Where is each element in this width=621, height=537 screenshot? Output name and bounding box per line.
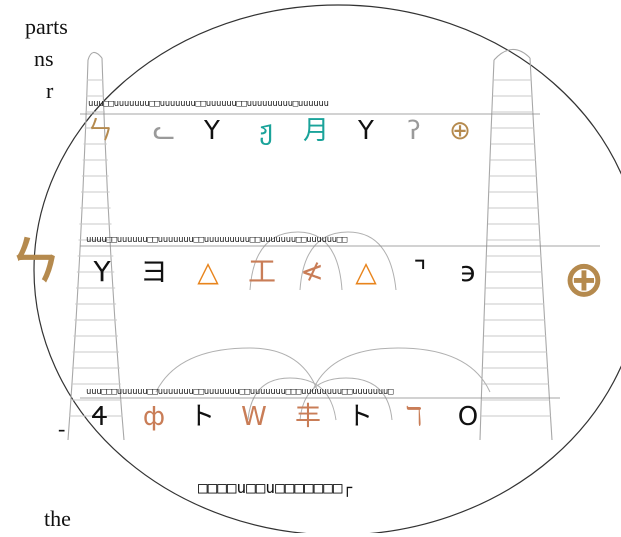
diagram-caption: □□□□u□□u□□□□□□□┌ bbox=[198, 478, 518, 497]
fork-glyph-icon: Y bbox=[190, 118, 234, 144]
curve-glyph-icon: ᓚ bbox=[142, 118, 186, 144]
fork-glyph-icon: Y bbox=[344, 118, 388, 144]
large-circle-cross-glyph-icon: ⊕ bbox=[554, 254, 614, 304]
reverse-seven-glyph-icon: ℸ bbox=[392, 404, 436, 430]
corner-glyph-icon: ⌝ bbox=[398, 258, 442, 286]
circle-cross-glyph-icon: ⊕ bbox=[438, 118, 482, 144]
page-text-line-5: the bbox=[44, 508, 71, 530]
page-text-line-3: r bbox=[46, 80, 53, 102]
large-wave-glyph-icon: ㄣ bbox=[2, 236, 68, 286]
flag-glyph-icon: Ꮞ bbox=[78, 404, 122, 430]
ring-glyph-icon: O bbox=[446, 404, 490, 430]
comb-glyph-icon: ヨ bbox=[132, 258, 176, 286]
zigzag-glyph-icon: ʔ bbox=[392, 118, 436, 144]
triangle-glyph-icon: △ bbox=[344, 258, 388, 286]
page-text-line-1: parts bbox=[25, 16, 68, 38]
row-1-index-strip: uuu□□uuuuuuu□□uuuuuuu□□uuuuuu□□uuuuuuuuu… bbox=[88, 100, 534, 109]
loop-glyph-icon: ϶ bbox=[446, 258, 490, 286]
pillar-glyph-icon: 丰 bbox=[286, 404, 330, 430]
hook-right-glyph-icon: ト bbox=[180, 404, 224, 430]
wave-glyph-icon: ㄣ bbox=[78, 118, 122, 144]
ladder-glyph-icon: 月 bbox=[294, 118, 338, 144]
beam-glyph-icon: 工 bbox=[240, 258, 284, 286]
fork-glyph-icon: Y bbox=[80, 258, 124, 286]
w-glyph-icon: W bbox=[232, 404, 276, 430]
pin-glyph-icon: ф bbox=[132, 404, 176, 430]
hook-right-glyph-icon: ト bbox=[338, 404, 382, 430]
hook-glyph-icon: ჟ bbox=[244, 118, 288, 144]
row-2-index-strip: uuuu□□uuuuuu□□uuuuuuu□□uuuuuuuuu□□uuuuuu… bbox=[86, 236, 600, 245]
row-3-index-strip: uuu□□□uuuuuu□□uuuuuuu□□uuuuuuu□□uuuuuuu□… bbox=[86, 388, 562, 397]
triangle-glyph-icon: △ bbox=[186, 258, 230, 286]
page-text-line-4: - bbox=[58, 418, 65, 440]
page-text-line-2: ns bbox=[34, 48, 54, 70]
angle-glyph-icon: ≮ bbox=[290, 258, 334, 286]
